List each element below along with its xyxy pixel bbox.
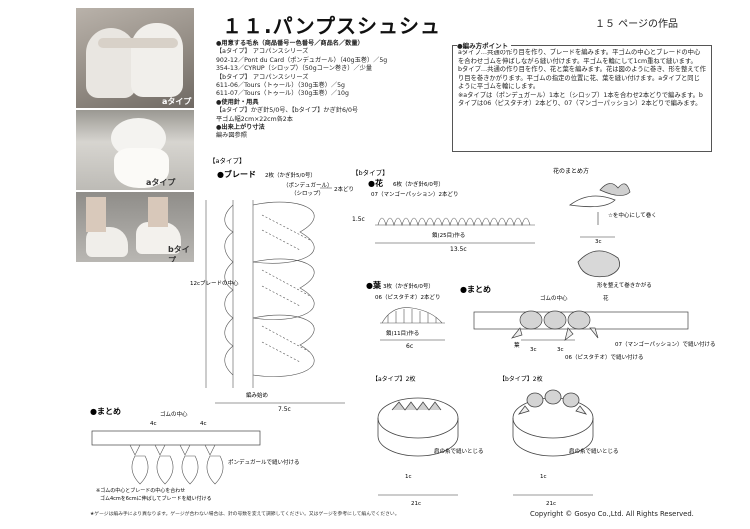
- matome-a-4c-right: 4c: [200, 421, 207, 427]
- a-ring-sew-note: 肩の糸で縫いとじる: [434, 447, 484, 455]
- braid-heading: ●ブレード: [217, 169, 256, 179]
- photo-label-a2: aタイプ: [146, 178, 176, 187]
- page-title: １１.パンプスシュシュ: [222, 14, 441, 38]
- rose-3c: 3c: [595, 239, 602, 245]
- b-yarn-line2: 611-07／Tours（トゥール）（30g玉巻）／10g: [216, 90, 349, 98]
- a-yarn-line1: 902-12／Pont du Card（ポンデュガール）（40g玉巻）／5g: [216, 56, 388, 64]
- leaf-heading: ●葉: [366, 280, 382, 290]
- braid-two-strands: 2本どり: [334, 185, 354, 193]
- braid-center-label: 12cブレードの中心: [190, 279, 239, 287]
- knitting-points-heading: ●編み方ポイント: [457, 40, 512, 50]
- a-type-head: 【aタイプ】: [209, 156, 245, 165]
- mango-sew-note: 07（マンゴーパッション）で縫い付ける: [615, 340, 715, 348]
- braid-yarn1: （ポンデュガール）: [283, 181, 333, 189]
- gauge-note: ★ゲージは編み手により異なります。ゲージが合わない場合は、針の号数を変えて調節し…: [90, 512, 400, 517]
- matome-b-roses: [511, 310, 599, 341]
- matome-a-heading: ●まとめ: [90, 407, 121, 416]
- leaf-chain: 鎖(11目)作る: [386, 329, 419, 337]
- b-ring: [512, 389, 594, 457]
- size-heading: ●出来上がり寸法: [216, 124, 265, 132]
- needle-line: 【aタイプ】かぎ針5/0号、【bタイプ】かぎ針6/0号: [216, 107, 359, 115]
- flower-yarn: 07（マンゴーパッション）2本どり: [371, 190, 458, 198]
- flower-length: 13.5c: [450, 246, 467, 253]
- pont-sew-note: ポンデュガールで縫い付ける: [228, 458, 300, 466]
- point-note: ※aタイプは（ポンデュガール）1本と（シロップ）1本を合わせ2本どりで編みます。…: [458, 91, 703, 108]
- gum-center-label: ゴムの中心: [540, 294, 568, 302]
- flower-count: 6枚（かぎ針6/0号）: [393, 180, 444, 188]
- flower-chart: [375, 217, 535, 227]
- page-reference: １５ ページの作品: [595, 19, 678, 30]
- matome-b-heading: ●まとめ: [460, 285, 491, 294]
- b-ring-sew-note: 肩の糸で縫いとじる: [569, 447, 619, 455]
- leaf-count: 3枚（かぎ針6/0号）: [383, 282, 434, 290]
- a-ring-label: 【aタイプ】2枚: [372, 375, 416, 383]
- flower-label: 花: [603, 294, 609, 302]
- photo-shoes-top: aタイプ: [76, 8, 194, 108]
- pistachio-sew-note: 06（ピスタチオ）で縫い付ける: [565, 353, 644, 361]
- matome-b-3c-right: 3c: [557, 347, 564, 353]
- braid-width: 7.5c: [278, 406, 291, 413]
- point-b: bタイプ…共通の作り目を作り、花と葉を編みます。花は図のように巻き、形を整えて作…: [458, 66, 706, 90]
- b-yarn-line1: 611-06／Tours（トゥール）（30g玉巻）／5g: [216, 82, 345, 90]
- leaf-length: 6c: [406, 343, 413, 350]
- needle-heading: ●使用針・用具: [216, 98, 259, 106]
- photo-label-b: bタイプ: [168, 245, 190, 262]
- a-ring: [377, 397, 459, 457]
- a-ring-1c: 1c: [405, 474, 412, 480]
- yarn-heading: ●用意する毛糸（商品番号ー色番号／商品名／数量）: [216, 40, 364, 47]
- a-ring-21c: 21c: [411, 501, 421, 507]
- flower-side: 1.5c: [352, 216, 365, 223]
- flower-heading: ●花: [368, 178, 383, 188]
- rose-center-note: ☆を中心にして巻く: [608, 211, 657, 219]
- b-ring-label: 【bタイプ】2枚: [499, 375, 543, 383]
- materials-block: ●用意する毛糸（商品番号ー色番号／商品名／数量） 【aタイプ】 アコパンスシリー…: [216, 40, 446, 141]
- braid-yarn2: （シロップ）: [291, 190, 324, 197]
- matome-a-note1: ※ゴムの中心とブレードの中心を合わせ: [96, 487, 185, 494]
- leaf-label: 葉: [514, 341, 520, 349]
- matome-a-braid: [129, 444, 224, 485]
- tool-line: 平ゴム幅2cm×22cm各2本: [216, 115, 293, 123]
- size-line: 編み図参照: [216, 132, 247, 140]
- b-ring-1c: 1c: [540, 474, 547, 480]
- a-type-label: 【aタイプ】 アコパンスシリーズ: [216, 48, 309, 56]
- flower-chain: 鎖(25目)作る: [432, 231, 465, 239]
- matome-a-4c-left: 4c: [150, 421, 157, 427]
- leaf-yarn: 06（ピスタチオ）2本どり: [375, 293, 441, 301]
- gum-center-label-a: ゴムの中心: [160, 410, 188, 418]
- matome-b-3c-left: 3c: [530, 347, 537, 353]
- point-a: aタイプ…共通の作り目を作り、ブレードを編みます。平ゴムの中心とブレードの中心を…: [458, 49, 701, 65]
- braid-count: 2枚（かぎ針5/0号）: [265, 171, 316, 179]
- photo-label-a1: aタイプ: [162, 97, 192, 106]
- b-type-head: 【bタイプ】: [352, 168, 389, 177]
- a-yarn-line2: 354-13／CYRUP（シロップ）（50gコーン巻き）／少量: [216, 65, 373, 73]
- knitting-points-box: aタイプ…共通の作り目を作り、ブレードを編みます。平ゴムの中心とブレードの中心を…: [452, 45, 712, 152]
- rose-shape-note: 形を整えて巻きかがる: [597, 281, 652, 289]
- braid-start: 編み始め: [246, 391, 268, 399]
- rose-title: 花のまとめ方: [553, 167, 589, 175]
- braid-chart: [224, 200, 315, 388]
- b-type-label: 【bタイプ】 アコパンスシリーズ: [216, 73, 309, 81]
- copyright: Copyright © Gosyo Co.,Ltd. All Rights Re…: [530, 510, 694, 518]
- matome-a-note2: ゴム4cmを6cmに伸ばしてブレードを縫い付ける: [100, 495, 211, 502]
- leaf-chart: [380, 307, 445, 324]
- b-ring-21c: 21c: [546, 501, 556, 507]
- photo-hand-bag: aタイプ: [76, 110, 194, 190]
- photo-feet: bタイプ: [76, 192, 194, 262]
